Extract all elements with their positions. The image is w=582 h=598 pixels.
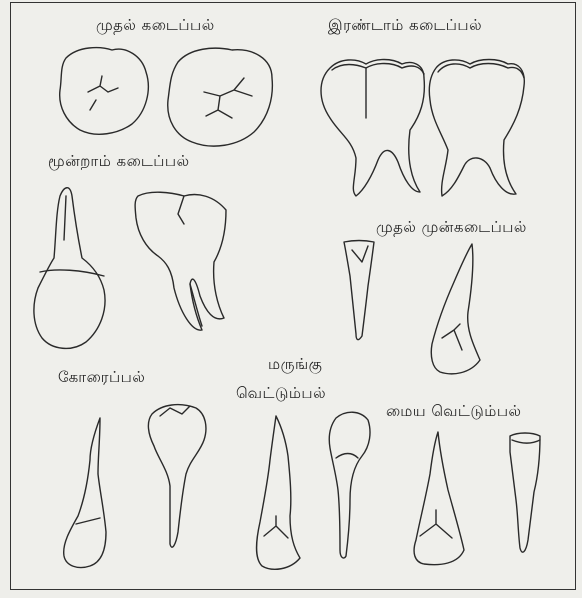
first-premolar-2 [431, 244, 480, 374]
lateral-incisor-2 [329, 412, 370, 558]
first-molar-occlusal-1 [60, 48, 149, 135]
second-molar-1 [321, 60, 424, 197]
canine-1 [64, 418, 106, 568]
second-molar-2 [429, 60, 524, 197]
canine-2 [148, 405, 206, 548]
first-premolar-1 [344, 241, 374, 340]
central-incisor-1 [414, 432, 464, 565]
third-molar-2 [135, 192, 226, 330]
third-molar-1 [34, 188, 105, 349]
lateral-incisor-1 [257, 416, 301, 569]
central-incisor-2 [510, 433, 540, 552]
first-molar-occlusal-2 [168, 48, 273, 146]
